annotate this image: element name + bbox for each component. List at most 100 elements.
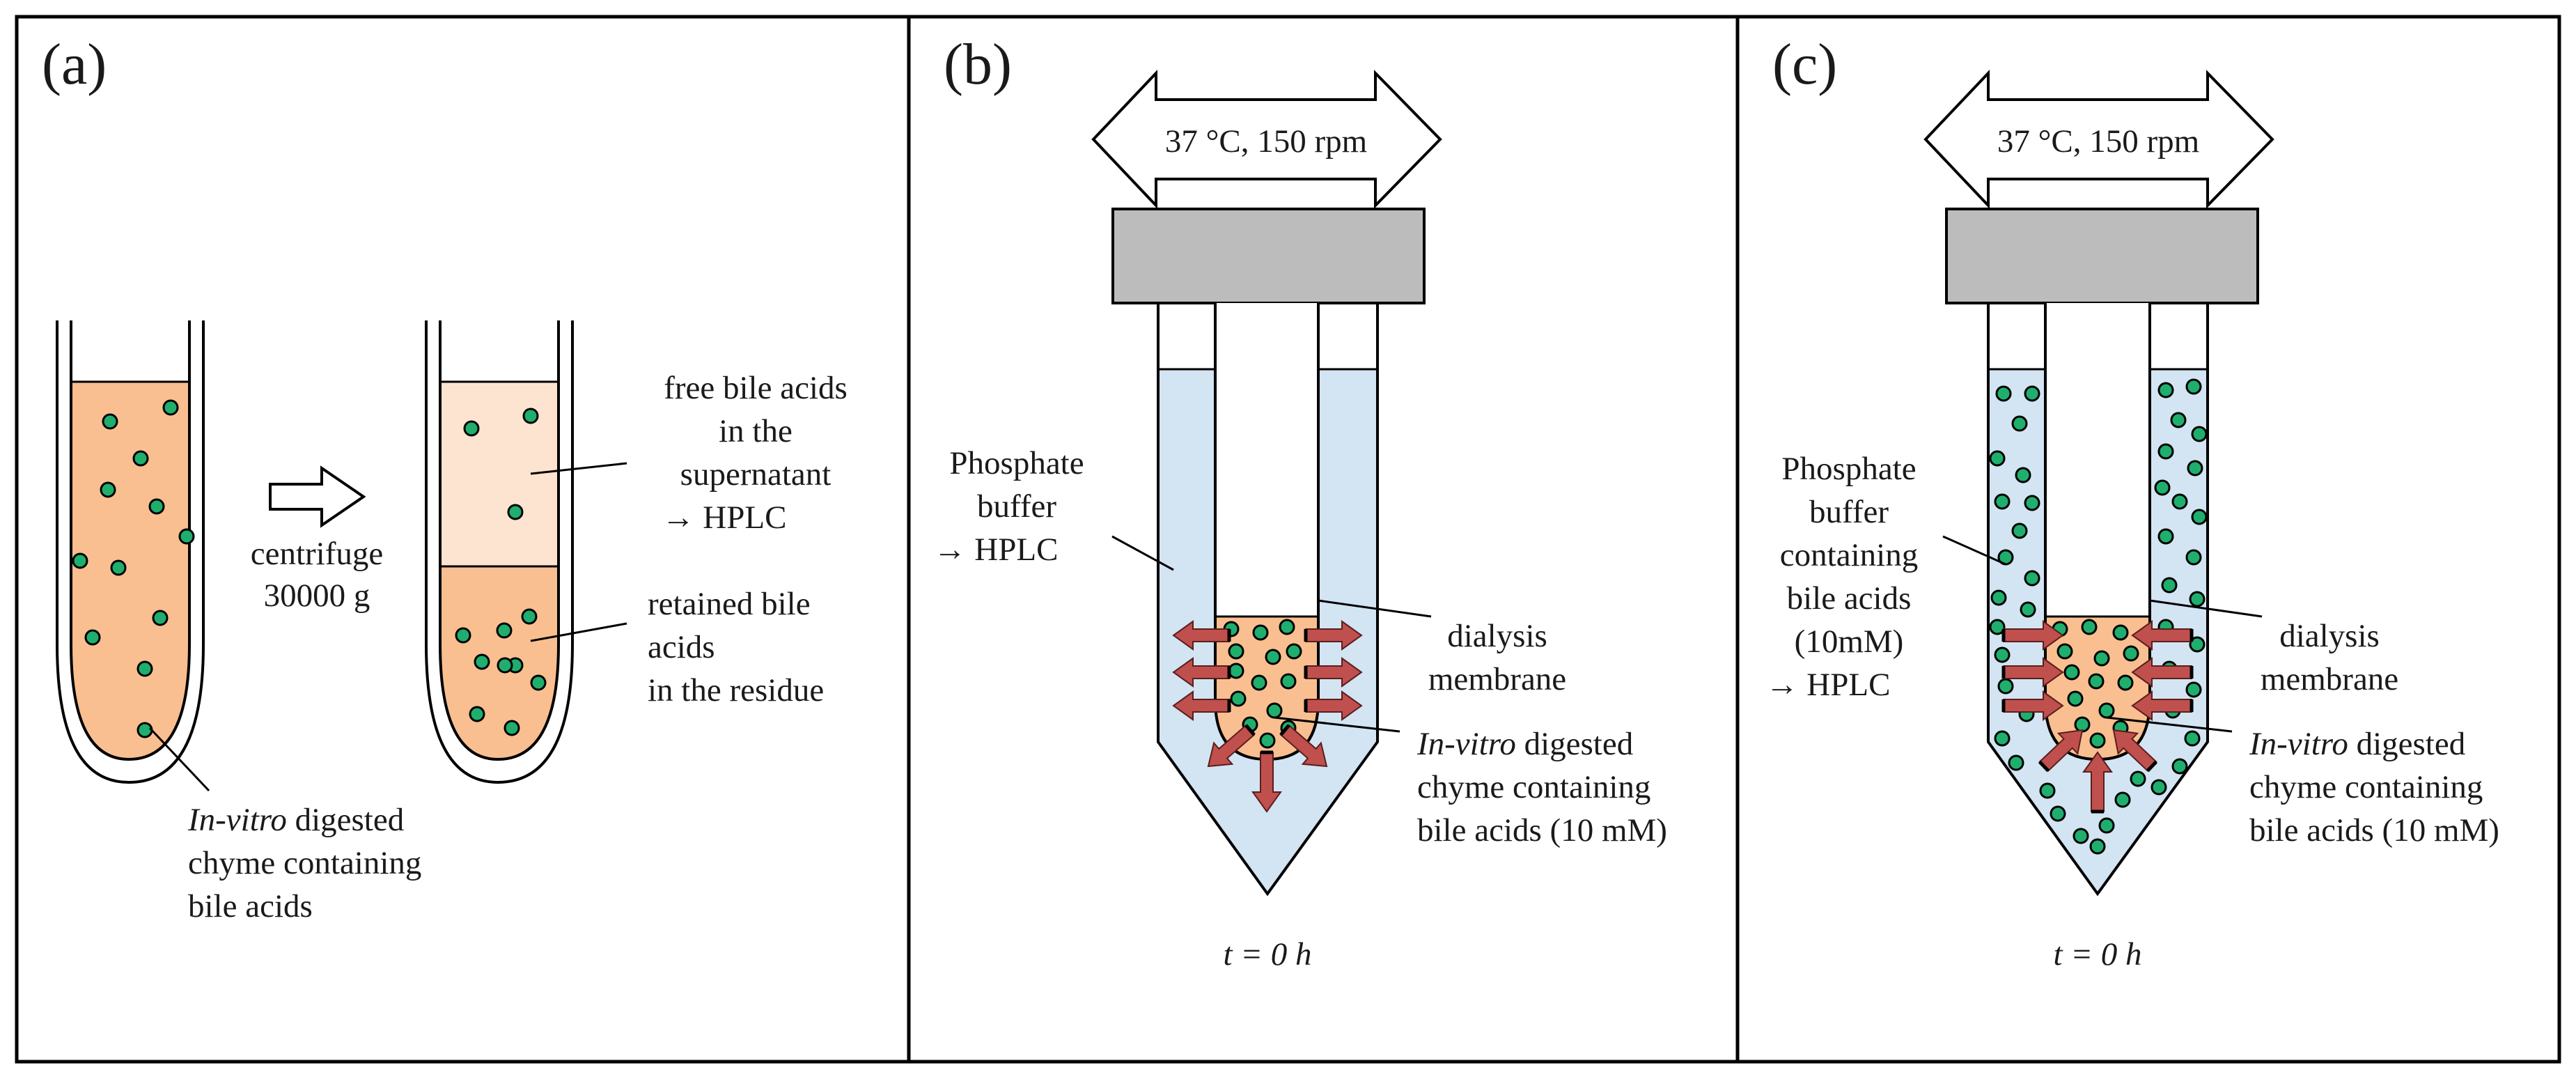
diffusion-arrow: [1305, 620, 1363, 651]
bile-acid-dot: [162, 399, 179, 416]
bile-acid-dot: [1989, 450, 2006, 467]
bile-acid-dot: [2185, 378, 2202, 395]
panel-a: (a) centrifuge 30000 g free bile: [42, 32, 848, 924]
centrifuge-label: centrifuge: [251, 536, 384, 572]
chyme-note: In-vitro digested chyme containing bile …: [2249, 726, 2499, 849]
bile-acid-dot: [1251, 674, 1267, 691]
diffusion-arrow: [2112, 729, 2157, 772]
bile-acid-dots: [72, 399, 195, 738]
bile-acid-dot: [1994, 493, 2011, 510]
chyme-note: In-vitro digested chyme containing bile …: [1416, 726, 1667, 849]
bile-acid-dot: [1990, 589, 2007, 606]
time-label: t = 0 h: [2053, 936, 2141, 973]
arrow-tail: [2038, 760, 2050, 773]
bile-acid-dot: [110, 559, 127, 576]
arrow-tail: [2146, 760, 2158, 773]
shaker-setting: 37 °C, 150 rpm: [1997, 123, 2199, 160]
bile-acid-dot: [2039, 782, 2056, 799]
bile-acid-dot: [2157, 382, 2174, 398]
bile-acid-dot: [2098, 702, 2115, 719]
shaker-cap: [1945, 208, 2259, 304]
panel-a-label: (a): [42, 32, 107, 97]
supernatant-fill: [440, 382, 559, 566]
panel-c: (c) 37 °C, 150 rpm Phosphate buffer cont…: [1766, 32, 2499, 973]
diffusion-arrow: [1279, 724, 1328, 768]
bile-acid-dot: [463, 420, 480, 437]
bile-acid-dot: [2072, 828, 2089, 844]
bile-acid-dot: [1228, 663, 1244, 679]
bile-acid-dot: [132, 450, 149, 467]
panel-b: (b) 37 °C, 150 rpm Phosphate buffer → HP…: [934, 32, 1667, 973]
bile-acid-dot: [469, 706, 485, 722]
bile-acid-dot: [1230, 690, 1247, 707]
bile-acid-dot: [1994, 730, 2011, 747]
bile-acid-dot: [455, 627, 471, 644]
bile-acid-dot: [2112, 624, 2129, 641]
svg-text:bile acids (10 mM): bile acids (10 mM): [1417, 812, 1667, 849]
diffusion-arrow: [2038, 729, 2084, 772]
bile-acid-dot: [2171, 758, 2188, 775]
svg-text:bile acids: bile acids: [188, 888, 313, 924]
bile-acid-dot: [2114, 791, 2131, 808]
bile-acid-dot: [2157, 528, 2174, 545]
diffusion-arrow: [1172, 690, 1230, 721]
bile-acid-dot: [2154, 479, 2171, 496]
bile-acid-dot: [2130, 770, 2146, 787]
bile-acid-dot: [1997, 678, 2014, 695]
bile-acid-dot: [2185, 549, 2202, 566]
bile-acid-dot: [1286, 643, 1302, 660]
bile-acid-dot: [1266, 702, 1283, 719]
bile-acid-dot: [521, 608, 538, 625]
bile-acid-dot: [2081, 619, 2098, 635]
tube-before: [56, 320, 205, 784]
svg-text:In-vitro digested: In-vitro digested: [2249, 726, 2465, 762]
bile-acid-dot: [2117, 674, 2134, 691]
bile-acid-dot: [1989, 619, 2006, 635]
bile-acid-dot: [2189, 636, 2206, 653]
bile-acid-dot: [2170, 412, 2187, 428]
bile-acid-dot: [2157, 443, 2174, 460]
bile-acid-dot: [1252, 624, 1269, 641]
bile-acid-dot: [2067, 690, 2084, 707]
bile-acid-dot: [148, 498, 165, 515]
diffusion-arrow: [2131, 690, 2192, 721]
bile-acid-dot: [2150, 779, 2167, 796]
tube-after: [425, 320, 574, 784]
diffusion-arrow: [1305, 657, 1363, 688]
bile-acid-dot: [100, 481, 116, 498]
bile-acid-dot: [2088, 673, 2105, 690]
bile-acid-dot: [2089, 732, 2106, 749]
diffusion-arrow: [2003, 620, 2064, 651]
svg-text:buffer: buffer: [977, 488, 1056, 525]
diffusion-arrow: [2131, 620, 2192, 651]
svg-text:bile acids (10 mM): bile acids (10 mM): [2249, 812, 2499, 849]
bile-acid-dot: [152, 610, 169, 626]
bile-acid-dot: [504, 720, 520, 736]
panel-b-label: (b): [944, 32, 1012, 97]
diffusion-arrows: [2001, 620, 2194, 814]
bile-acid-dot: [1280, 673, 1297, 690]
diffusion-arrows: [1172, 620, 1363, 813]
bile-acid-dot: [2089, 838, 2106, 855]
bile-acid-dot: [1259, 732, 1276, 749]
bile-acid-dot: [474, 653, 490, 670]
svg-text:bile acids: bile acids: [1787, 580, 1912, 617]
bile-acid-dot: [2161, 577, 2178, 594]
bile-acid-dot: [2093, 650, 2110, 667]
bile-acid-dot: [2024, 495, 2040, 511]
bile-acid-dot: [136, 722, 153, 738]
bile-acid-dot: [1265, 649, 1281, 665]
bile-acid-dot: [1279, 619, 1295, 635]
bile-acid-dot: [2171, 493, 2188, 510]
residue-note: retained bile acids in the residue: [648, 586, 824, 708]
bile-acid-dot: [2056, 643, 2073, 660]
buffer-note: Phosphate buffer → HPLC: [934, 445, 1084, 568]
bile-acid-dot: [2123, 645, 2139, 662]
bile-acid-dot: [2063, 664, 2080, 681]
svg-text:→ HPLC: → HPLC: [934, 532, 1059, 568]
diffusion-arrow: [1305, 690, 1363, 721]
diffusion-arrow: [2003, 690, 2064, 721]
bile-acid-dot: [530, 674, 547, 691]
panel-c-label: (c): [1772, 32, 1837, 97]
sample-note-line1: In-vitro digested: [187, 802, 404, 838]
